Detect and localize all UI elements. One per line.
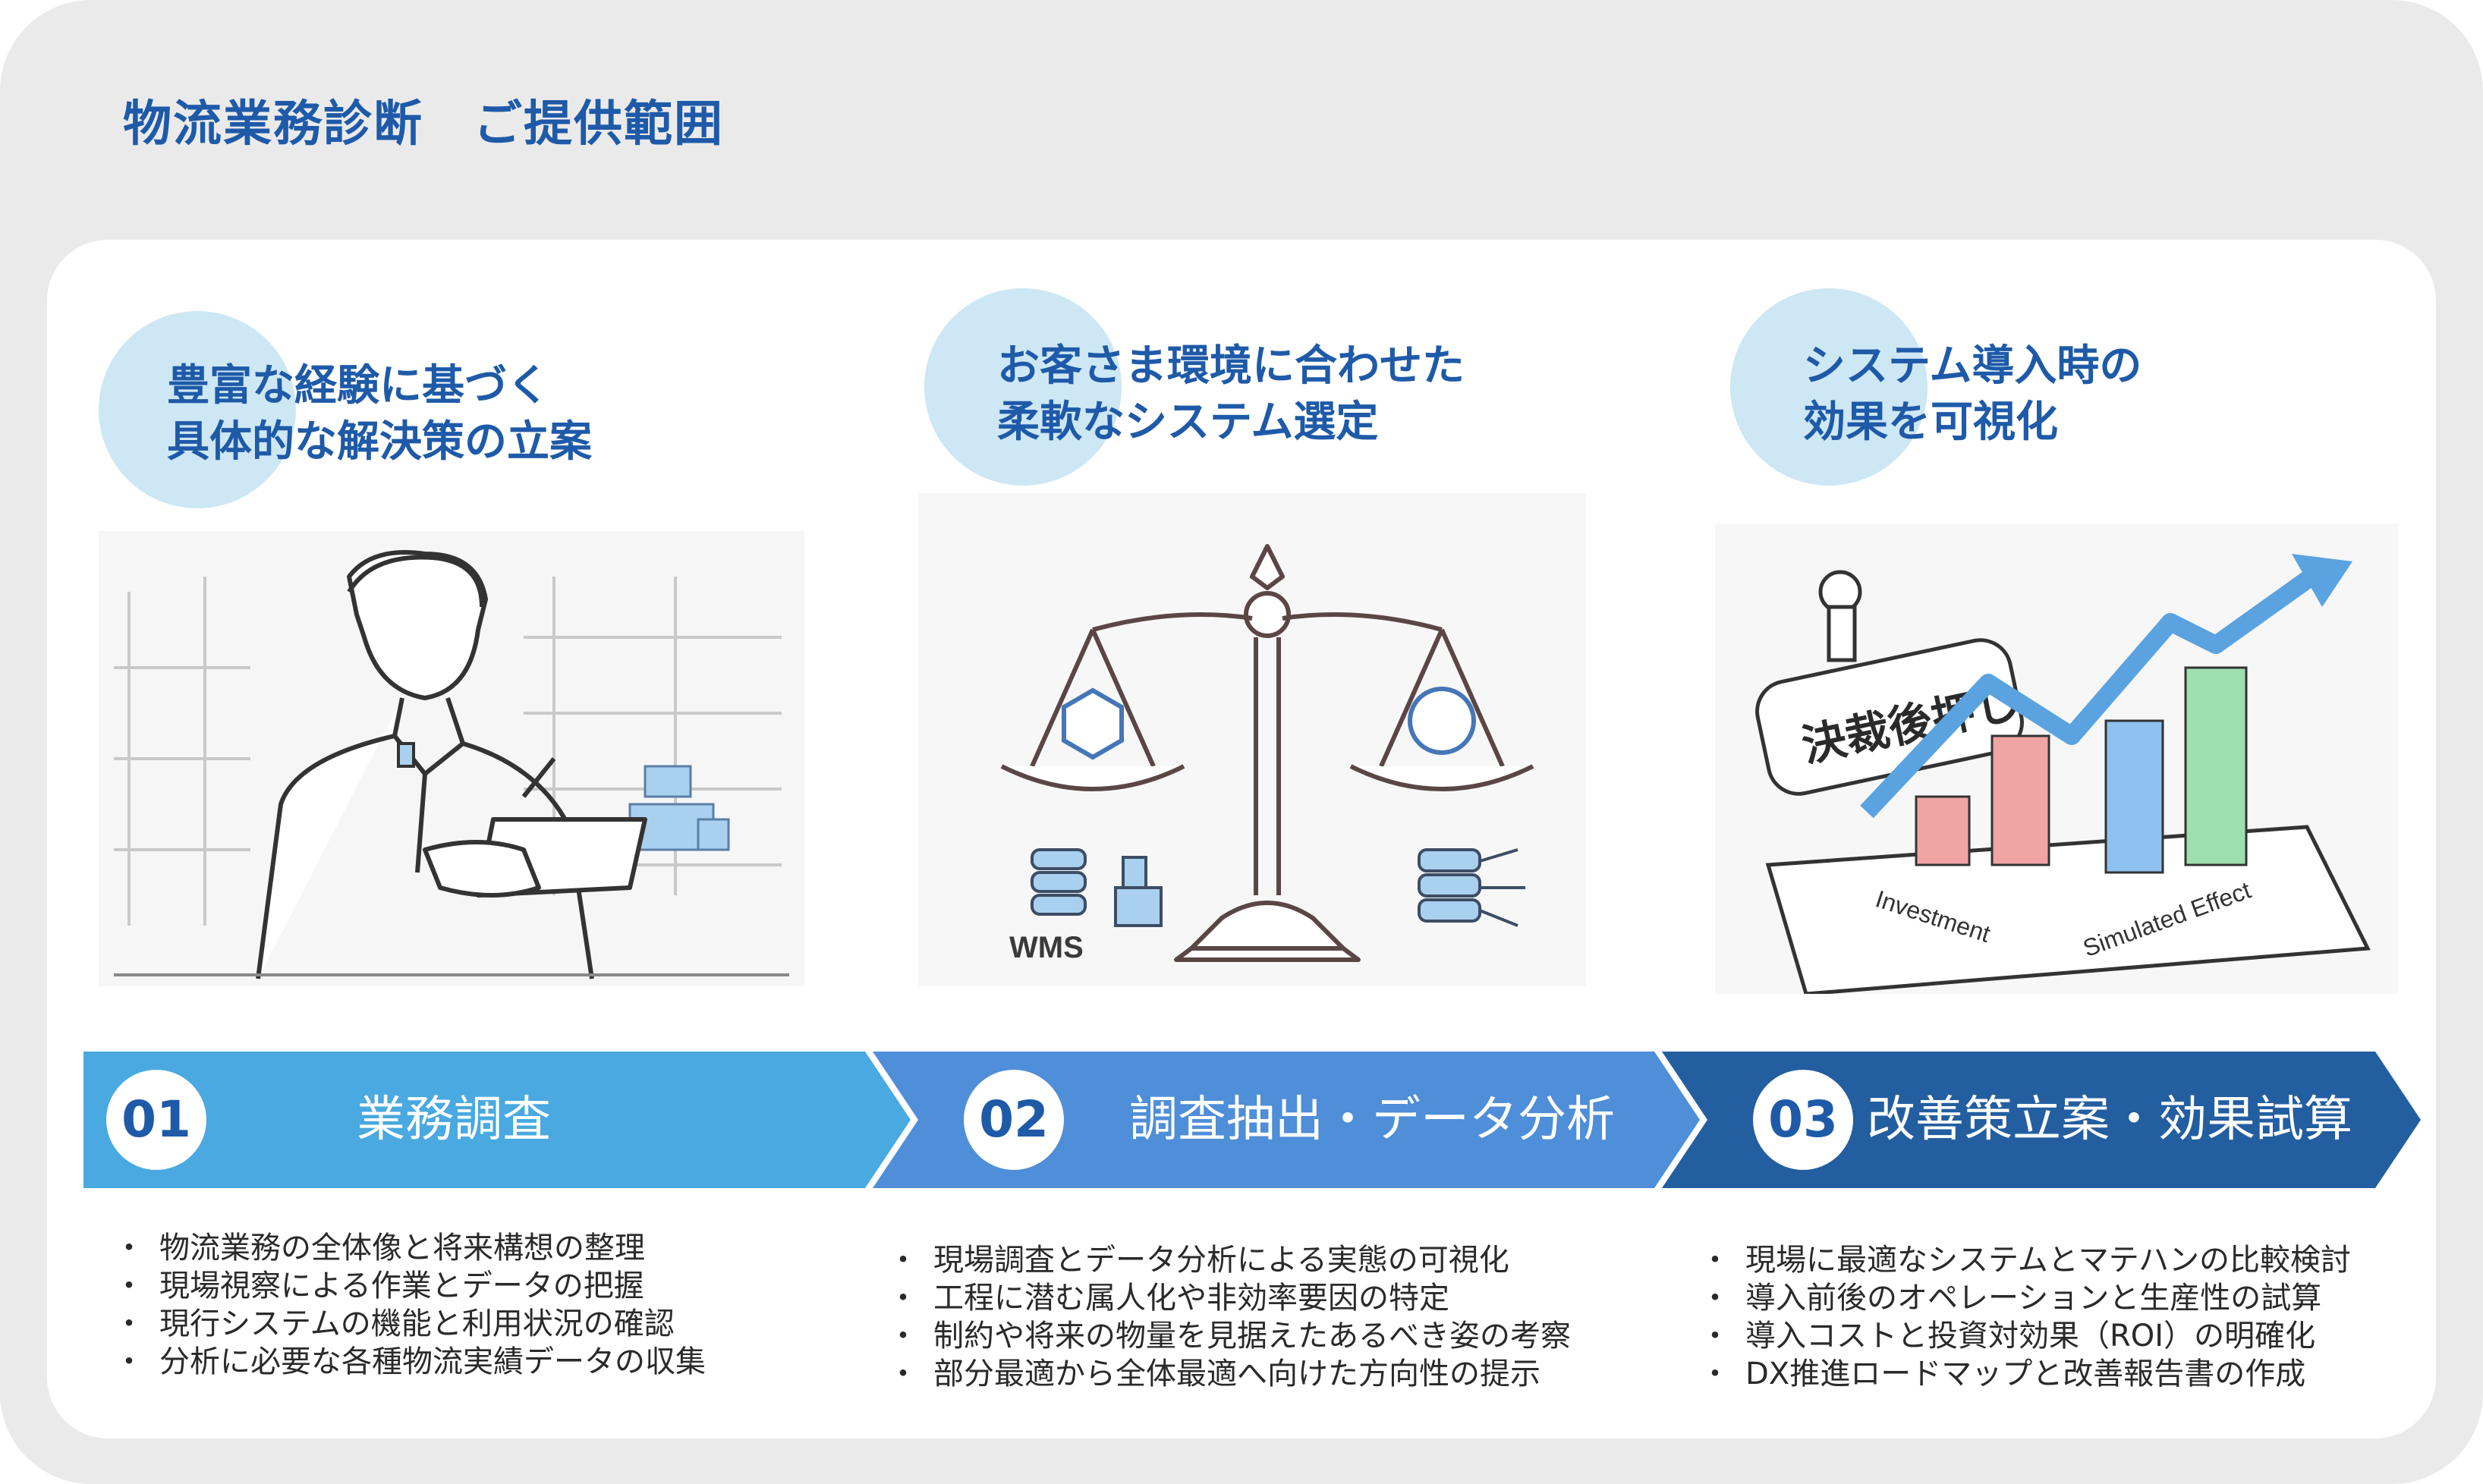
list-item: 部分最適から全体最適へ向けた方向性の提示	[888, 1355, 1571, 1393]
list-item: 現場視察による作業とデータの把握	[114, 1267, 706, 1305]
page-title: 物流業務診断 ご提供範囲	[123, 96, 724, 152]
list-item: 物流業務の全体像と将来構想の整理	[114, 1229, 706, 1267]
list-item: 現場に最適なシステムとマテハンの比較検討	[1700, 1241, 2351, 1279]
step-2: 02 調査抽出・データ分析	[873, 1052, 1700, 1188]
effect-chart-illustration: 決裁後押し Investment Simulated Effect	[1715, 523, 2398, 994]
step-arrow-shape	[83, 1052, 911, 1188]
bullet-list-1: 物流業務の全体像と将来構想の整理 現場視察による作業とデータの把握 現行システム…	[114, 1229, 706, 1381]
step-1: 01 業務調査	[83, 1052, 911, 1188]
list-item: 分析に必要な各種物流実績データの収集	[114, 1343, 706, 1381]
feature-line: 豊富な経験に基づく	[167, 361, 549, 410]
step-number: 03	[1753, 1070, 1853, 1170]
list-item: 制約や将来の物量を見据えたあるべき姿の考察	[888, 1317, 1571, 1355]
bullet-list-2: 現場調査とデータ分析による実態の可視化 工程に潜む属人化や非効率要因の特定 制約…	[888, 1241, 1571, 1393]
list-item: DX推進ロードマップと改善報告書の作成	[1700, 1355, 2351, 1393]
feature-circle	[1730, 288, 1928, 486]
balance-scale-illustration: WMS	[918, 493, 1586, 986]
step-number: 02	[964, 1070, 1064, 1170]
list-item: 現場調査とデータ分析による実態の可視化	[888, 1241, 1571, 1279]
feature-line: システム導入時の	[1803, 341, 2142, 391]
list-item: 現行システムの機能と利用状況の確認	[114, 1305, 706, 1343]
bullet-list-3: 現場に最適なシステムとマテハンの比較検討 導入前後のオペレーションと生産性の試算…	[1700, 1241, 2351, 1393]
feature-line: 柔軟なシステム選定	[997, 398, 1379, 447]
step-label: 業務調査	[357, 1092, 551, 1148]
warehouse-worker-illustration	[99, 531, 804, 986]
feature-line: お客さま環境に合わせた	[997, 341, 1465, 391]
step-label: 改善策立案・効果試算	[1867, 1092, 2352, 1148]
list-item: 工程に潜む属人化や非効率要因の特定	[888, 1279, 1571, 1317]
step-3: 03 改善策立案・効果試算	[1662, 1052, 2421, 1188]
step-arrow-shape	[1662, 1052, 2421, 1188]
list-item: 導入前後のオペレーションと生産性の試算	[1700, 1279, 2351, 1317]
feature-circle	[99, 311, 296, 508]
step-arrow-shape	[873, 1052, 1700, 1188]
step-label: 調査抽出・データ分析	[1129, 1092, 1615, 1148]
feature-line: 効果を可視化	[1803, 398, 2058, 447]
feature-circle	[924, 288, 1122, 486]
feature-line: 具体的な解決策の立案	[167, 417, 592, 467]
step-number: 01	[106, 1070, 206, 1170]
list-item: 導入コストと投資対効果（ROI）の明確化	[1700, 1317, 2351, 1355]
wms-label: WMS	[1009, 931, 1084, 964]
